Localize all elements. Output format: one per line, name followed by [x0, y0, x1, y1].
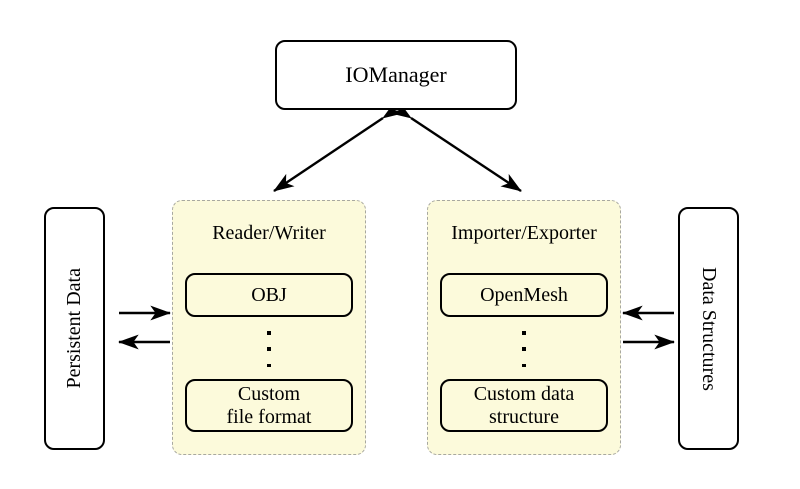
node-persistent-data[interactable]: Persistent Data [44, 207, 105, 450]
panel-importer-exporter-title: Importer/Exporter [451, 222, 597, 244]
node-obj-label: OBJ [251, 283, 287, 306]
panel-reader-writer-title: Reader/Writer [212, 222, 326, 244]
node-persistent-data-label: Persistent Data [63, 268, 85, 389]
arrow-iomanager-to-importer-exporter [390, 100, 522, 192]
node-iomanager-label: IOManager [345, 62, 447, 87]
node-obj[interactable]: OBJ [185, 273, 353, 317]
vertical-dots-icon [428, 331, 620, 367]
node-iomanager[interactable]: IOManager [275, 40, 517, 110]
node-openmesh-label: OpenMesh [480, 283, 568, 306]
arrow-iomanager-to-reader-writer [273, 100, 404, 192]
node-openmesh[interactable]: OpenMesh [440, 273, 608, 317]
node-data-structures-label: Data Structures [698, 266, 720, 391]
node-data-structures[interactable]: Data Structures [678, 207, 739, 450]
vertical-dots-icon [173, 331, 365, 367]
